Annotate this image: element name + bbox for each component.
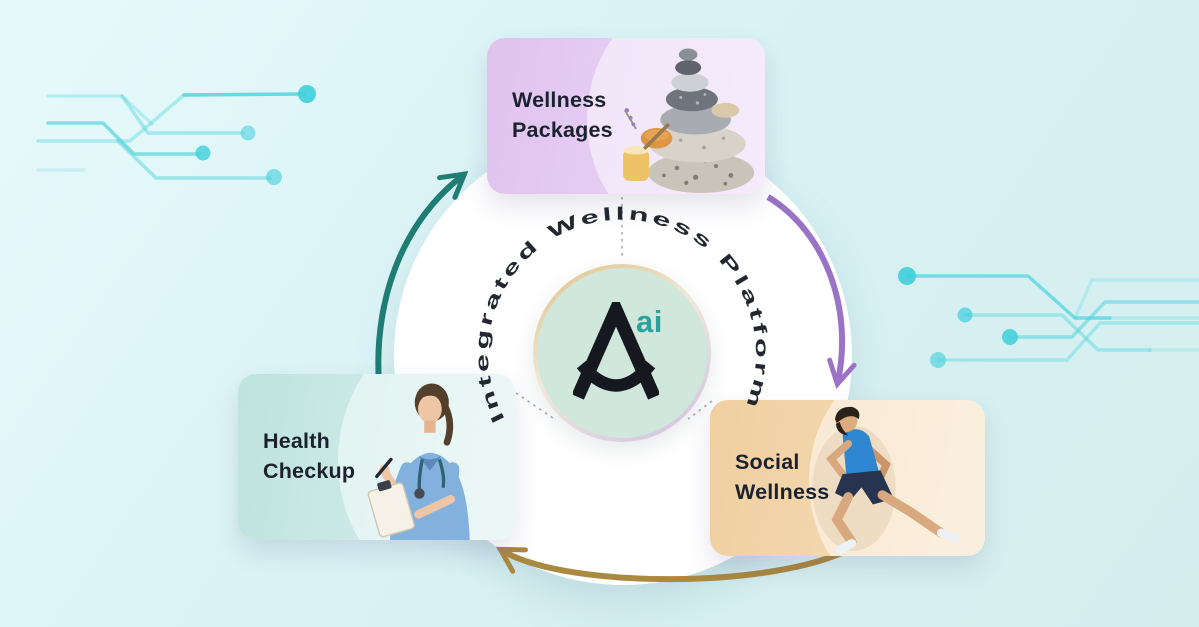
card-social-wellness: Social Wellness [710,400,985,556]
center-hub: ai [533,264,711,442]
label-line-2: Packages [512,118,613,142]
circuit-decoration-left [36,92,306,180]
brand-a-logo [573,302,659,400]
label-line-1: Health [263,429,330,454]
nurse-image [367,383,470,540]
label-line-1: Wellness [512,88,607,113]
card-social-wellness-label: Social Wellness [710,448,829,507]
zen-stones-image [623,48,755,194]
circuit-decoration-right [905,274,1199,362]
center-hub-circle: ai [537,268,707,438]
card-health-checkup-label: Health Checkup [238,427,355,486]
card-health-checkup: Health Checkup [238,374,515,540]
brand-ai-text: ai [636,304,663,339]
card-wellness-packages-label: Wellness Packages [487,86,613,145]
card-wellness-packages: Wellness Packages [487,38,765,194]
runner-image [812,406,961,555]
circuit-node-dots-left [195,85,316,185]
circuit-node-dots-right [898,267,1018,368]
label-line-2: Wellness [735,480,830,504]
label-line-1: Social [735,450,800,475]
label-line-2: Checkup [263,459,356,483]
